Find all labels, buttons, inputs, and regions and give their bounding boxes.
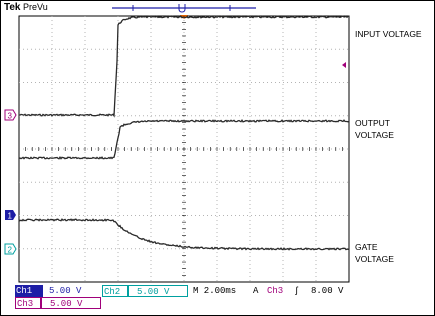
- gate-voltage-trace: [18, 218, 350, 251]
- gate-voltage-label: GATE VOLTAGE: [355, 242, 394, 264]
- svg-text:3: 3: [8, 112, 13, 121]
- input-voltage-label: INPUT VOLTAGE: [355, 29, 422, 39]
- svg-text:1: 1: [8, 212, 13, 221]
- ch2-scale: 5.00 V: [128, 285, 188, 297]
- graticule: [18, 15, 350, 283]
- input-voltage-trace: [18, 15, 350, 118]
- ch3-scale: 5.00 V: [41, 297, 101, 309]
- record-view-bar: [112, 4, 256, 13]
- ch2-name: Ch2: [102, 285, 128, 297]
- svg-text:2: 2: [8, 246, 13, 255]
- trigger-level: 8.00 V: [311, 286, 344, 296]
- ch1-scale: 5.00 V: [49, 286, 82, 296]
- output-voltage-trace: [18, 119, 350, 160]
- brand-label: Tek PreVu: [4, 2, 48, 13]
- trigger-source: Ch3: [267, 286, 284, 296]
- ch1-ground-marker: 1: [5, 210, 16, 221]
- timebase-readout: M 2.00ms: [193, 286, 237, 296]
- ch3-name: Ch3: [15, 297, 41, 309]
- output-voltage-label: OUTPUT VOLTAGE: [355, 118, 394, 140]
- ch3-ground-marker: 3: [4, 109, 17, 121]
- trigger-slope-icon: ʃ: [294, 286, 300, 296]
- trigger-level-marker: [342, 62, 346, 68]
- ch2-ground-marker: 2: [4, 243, 17, 255]
- trigger-mode: A: [253, 286, 259, 296]
- ch1-name: Ch1: [15, 285, 43, 297]
